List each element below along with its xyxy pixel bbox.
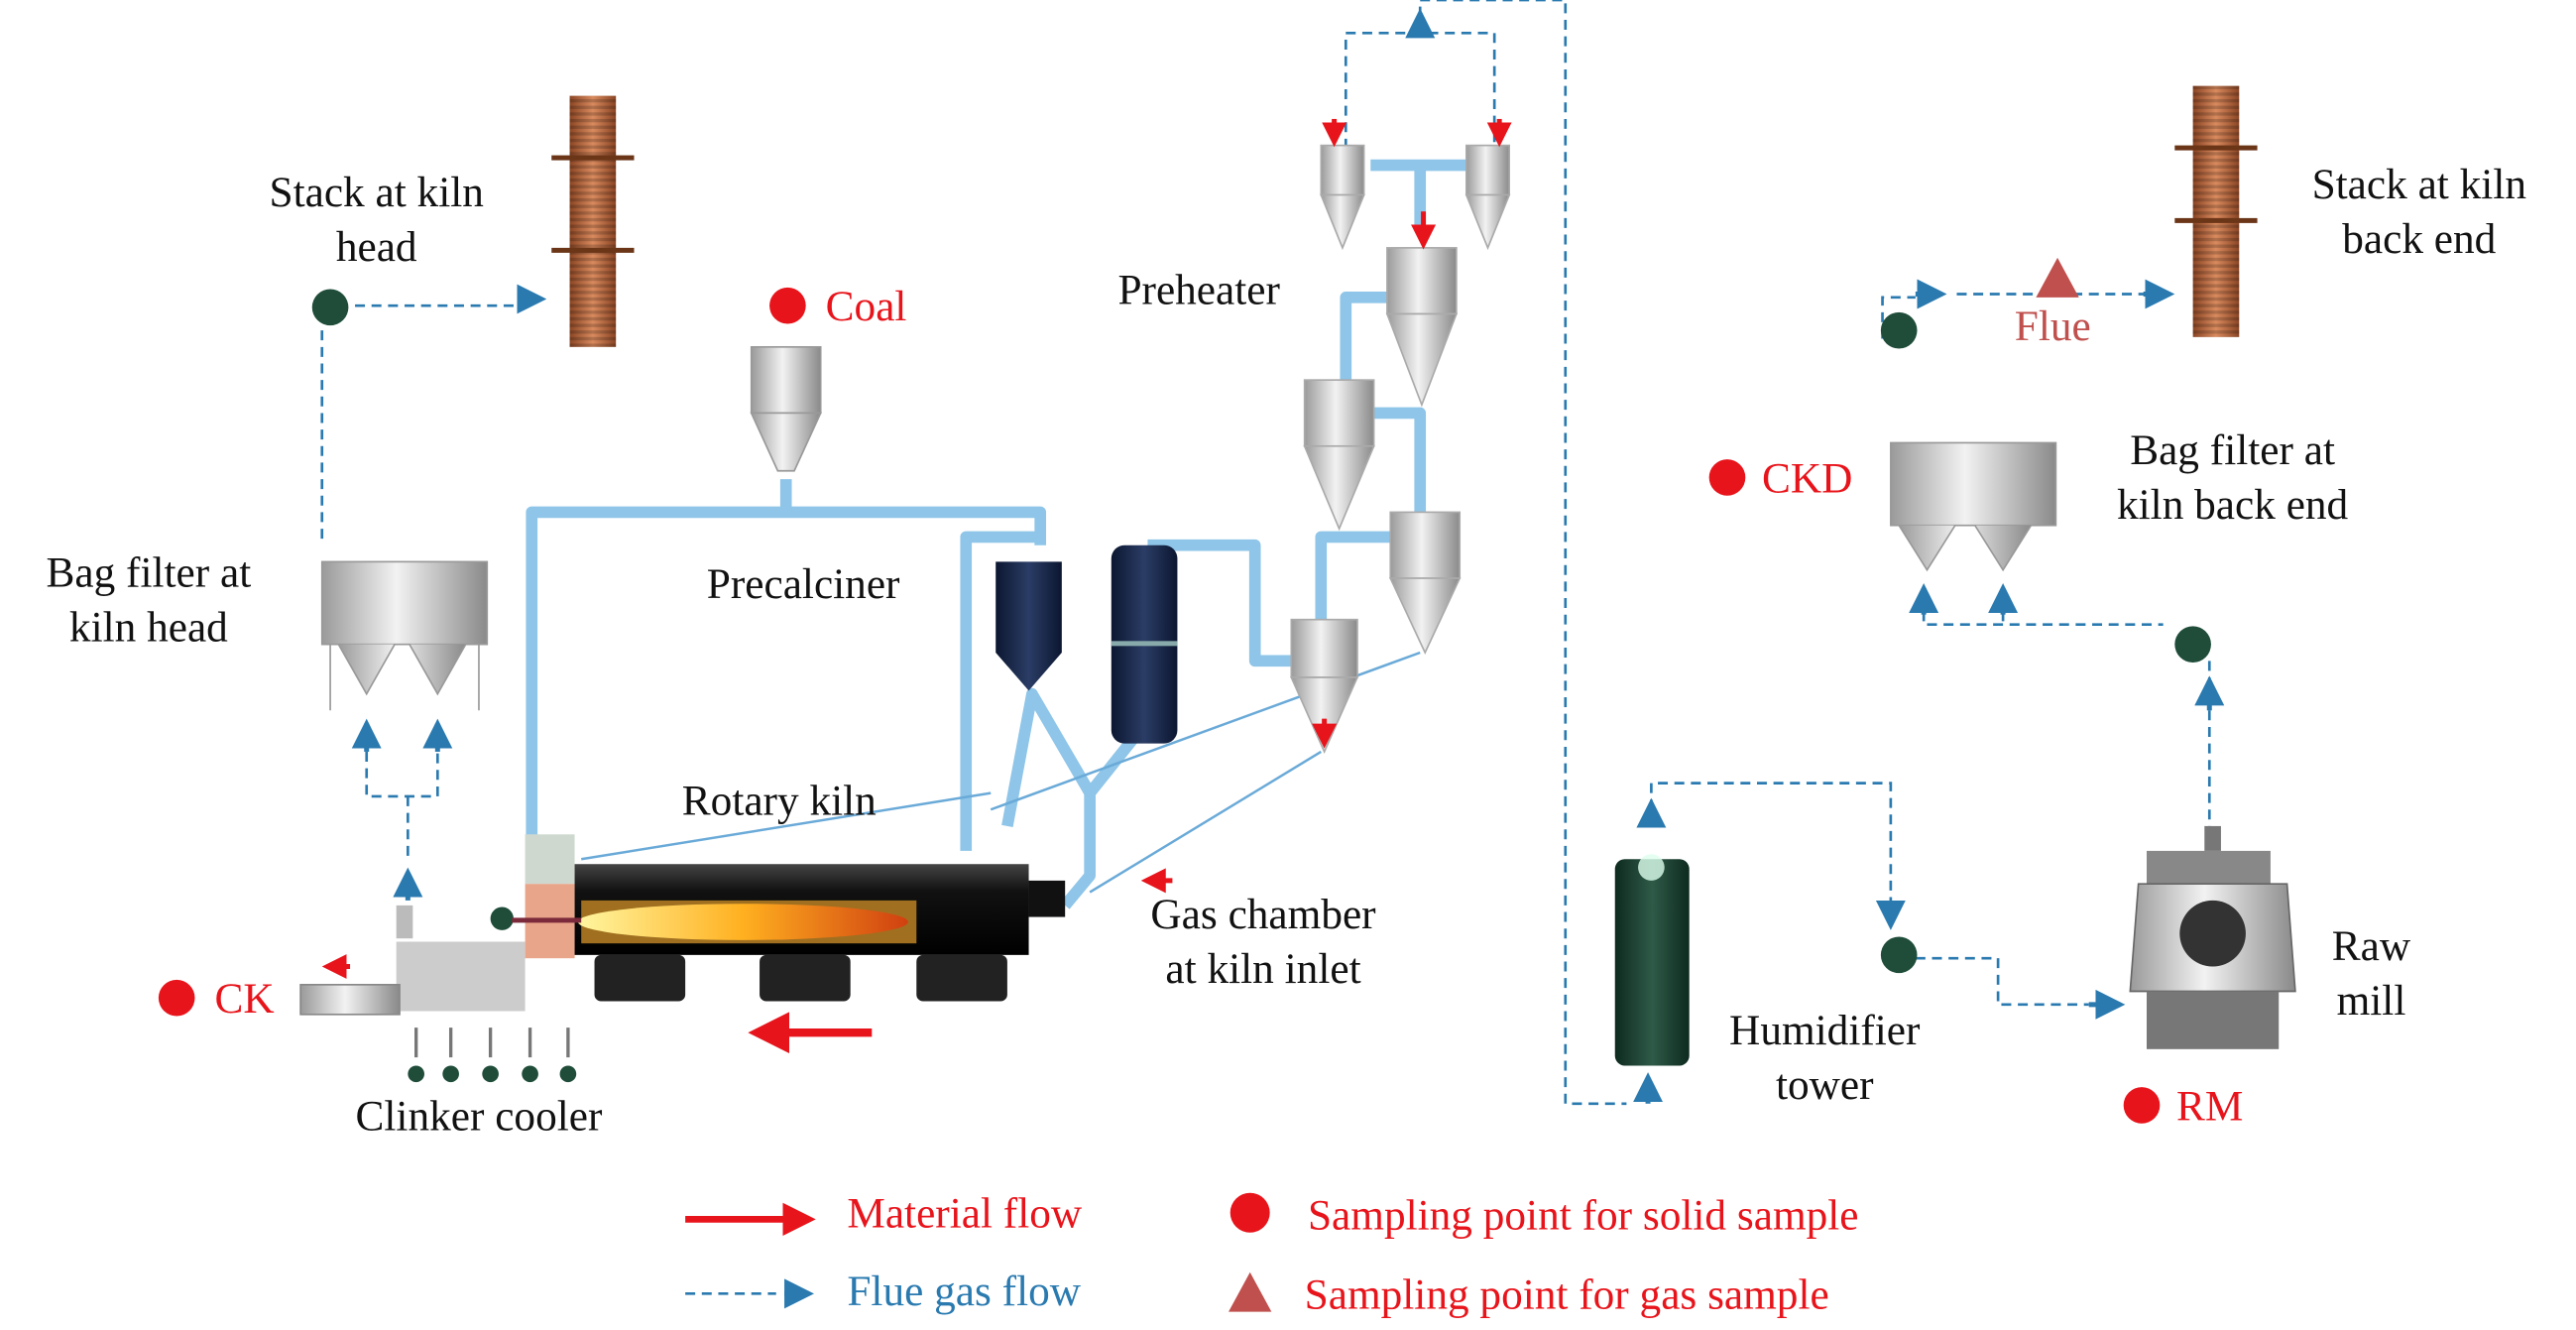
raw-mill bbox=[2129, 825, 2296, 1049]
legend-flue-gas-flow: Flue gas flow bbox=[847, 1268, 1081, 1315]
label-clinker-cooler: Clinker cooler bbox=[356, 1092, 603, 1140]
bag-filter-back-end bbox=[1890, 441, 2057, 572]
material-flow-arrows bbox=[321, 118, 1512, 1053]
label-preheater: Preheater bbox=[1117, 267, 1280, 314]
flue-gas-arrows bbox=[351, 8, 2225, 1104]
gas-sample-triangle bbox=[2036, 257, 2079, 298]
label-rm: RM bbox=[2176, 1082, 2243, 1130]
coal-hopper bbox=[750, 345, 822, 472]
clinker-cooler bbox=[299, 905, 526, 1016]
label-ckd: CKD bbox=[1762, 454, 1852, 502]
stack-kiln-head bbox=[551, 95, 635, 347]
legend: Material flow Flue gas flow Sampling poi… bbox=[685, 1190, 1859, 1318]
label-rotary-kiln: Rotary kiln bbox=[682, 777, 877, 824]
legend-gas-sample: Sampling point for gas sample bbox=[1305, 1270, 1829, 1318]
label-coal: Coal bbox=[826, 283, 907, 330]
legend-solid-sample: Sampling point for solid sample bbox=[1308, 1191, 1859, 1239]
bag-filter-kiln-head bbox=[320, 560, 489, 711]
legend-gas-sample-icon bbox=[1229, 1271, 1272, 1312]
fan-icon bbox=[311, 289, 2211, 1083]
gas-ducts bbox=[526, 159, 1486, 909]
label-flue: Flue bbox=[2015, 302, 2091, 350]
sampling-points bbox=[158, 287, 2161, 1124]
precalciner bbox=[995, 544, 1178, 744]
stack-back-end bbox=[2174, 85, 2258, 337]
label-ck: CK bbox=[215, 975, 275, 1023]
rotary-kiln bbox=[512, 834, 1066, 1002]
legend-material-flow: Material flow bbox=[847, 1190, 1083, 1238]
cooler-air-arrows bbox=[414, 1028, 570, 1058]
legend-solid-sample-icon bbox=[1229, 1192, 1270, 1233]
preheater-cyclones bbox=[1290, 144, 1511, 755]
label-precalciner: Precalciner bbox=[707, 560, 900, 608]
humidifier-tower bbox=[1614, 854, 1690, 1066]
